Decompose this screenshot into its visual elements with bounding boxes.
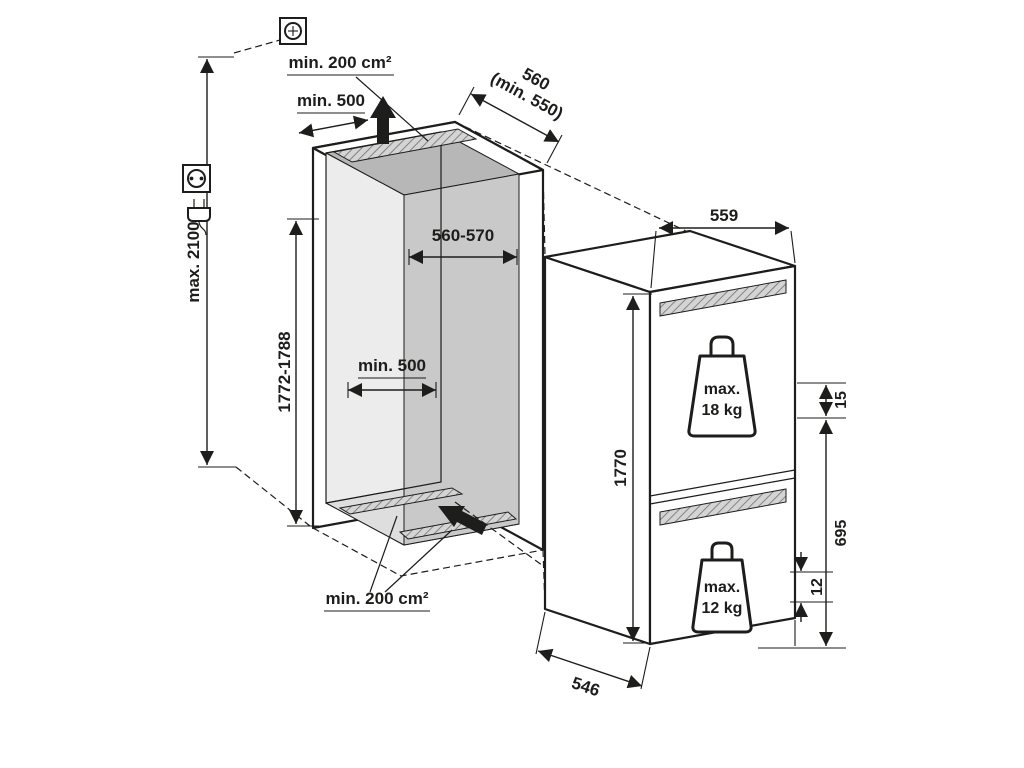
airflow-up-arrow-icon [370, 96, 396, 144]
upper-door-weight-label-line1: max. [704, 381, 740, 398]
dim-niche-height: 1772-1788 [275, 218, 319, 527]
dim-max-install-height: max. 2100 [184, 39, 311, 527]
dim-lower-section: 695 [758, 420, 850, 649]
junction-box-icon [279, 17, 307, 45]
lower-door-grip-strip [659, 488, 787, 526]
dim-interior-depth: min. 500 [347, 356, 437, 398]
niche-interior-back-wall [403, 173, 520, 546]
lower-section-label: 695 [833, 520, 850, 547]
upper-door-weight-label-line2: 18 kg [702, 402, 743, 419]
lower-door-weight-label-line1: max. [704, 579, 740, 596]
dim-appliance-width: 559 [650, 206, 796, 289]
door-weight-icon: max. 12 kg [691, 541, 753, 634]
door-weight-icon: max. 18 kg [687, 335, 757, 438]
interior-depth-label: min. 500 [358, 356, 426, 375]
appliance-width-label: 559 [710, 206, 738, 225]
niche-cabinet [311, 120, 545, 577]
bottom-gap-label: 12 [809, 578, 826, 596]
lower-door-weight-label-line2: 12 kg [702, 600, 743, 617]
dim-top-gap: 15 [797, 382, 850, 419]
niche-height-label: 1772-1788 [275, 331, 294, 412]
vent-top-label: min. 200 cm² [289, 53, 392, 72]
appliance: max. 18 kg max. 12 kg [543, 229, 797, 646]
dim-interior-width: 560-570 [408, 226, 518, 265]
label-vent-bottom: min. 200 cm² [324, 515, 453, 612]
upper-door-grip-strip [659, 279, 787, 317]
niche-hidden-edges [312, 527, 544, 577]
appliance-side-panel [543, 255, 652, 646]
dim-top-depth: min. 500 [297, 91, 369, 138]
vent-bottom-label: min. 200 cm² [326, 589, 429, 608]
power-socket-icon [182, 164, 211, 193]
label-vent-top: min. 200 cm² [287, 53, 429, 142]
interior-width-label: 560-570 [432, 226, 494, 245]
top-gap-label: 15 [833, 391, 850, 409]
power-plug-icon [187, 199, 211, 236]
dim-bottom-gap: 12 [790, 552, 833, 622]
door-split-line-upper [649, 469, 796, 497]
appliance-depth-label: 546 [569, 673, 602, 700]
max-install-height-label: max. 2100 [184, 221, 203, 302]
dim-appliance-height: 1770 [611, 293, 652, 644]
niche-interior-side-wall [325, 152, 405, 546]
top-depth-label: min. 500 [297, 91, 365, 110]
door-split-line-lower [649, 477, 796, 505]
appliance-height-label: 1770 [611, 449, 630, 487]
airflow-intake-arrow-icon [438, 506, 487, 535]
appliance-front-doors [648, 264, 797, 646]
vent-strip-floor-front [338, 487, 464, 515]
